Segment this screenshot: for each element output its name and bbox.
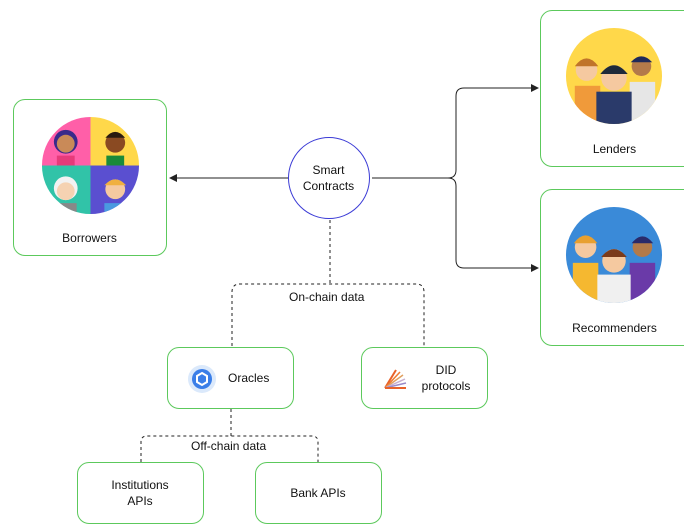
arrow-to-lenders [372,84,539,179]
fan-logo-icon [384,369,407,389]
institutions-label-line1: Institutions [111,478,169,492]
institutions-apis-node[interactable]: Institutions APIs [77,462,204,524]
business-people-avatar-icon [565,27,663,125]
borrowers-label: Borrowers [62,231,117,245]
recommenders-node[interactable]: Recommenders [540,189,684,346]
off-chain-label: Off-chain data [188,439,270,453]
on-chain-label: On-chain data [286,290,368,304]
did-label-line1: DID [435,363,457,377]
did-protocols-node[interactable]: DID protocols [361,347,488,409]
recommenders-label: Recommenders [572,321,657,335]
lenders-label: Lenders [592,142,637,156]
lenders-node[interactable]: Lenders [540,10,684,167]
arrow-to-recommenders [447,177,539,272]
smart-contracts-line1: Smart [312,163,345,177]
dashed-bracket-onchain [231,283,425,346]
bank-apis-label: Bank APIs [290,486,346,500]
institutions-label-line2: APIs [127,494,153,508]
did-label-line2: protocols [421,379,471,393]
borrowers-node[interactable]: Borrowers [13,99,167,256]
smart-contracts-line2: Contracts [302,179,355,193]
people-group-avatar-icon [41,116,140,215]
chainlink-hexagon-icon [188,365,216,393]
team-people-avatar-icon [565,206,663,304]
oracles-node[interactable]: Oracles [167,347,294,409]
bank-apis-node[interactable]: Bank APIs [255,462,382,524]
oracles-label: Oracles [228,371,270,385]
smart-contracts-node[interactable]: Smart Contracts [288,137,370,219]
